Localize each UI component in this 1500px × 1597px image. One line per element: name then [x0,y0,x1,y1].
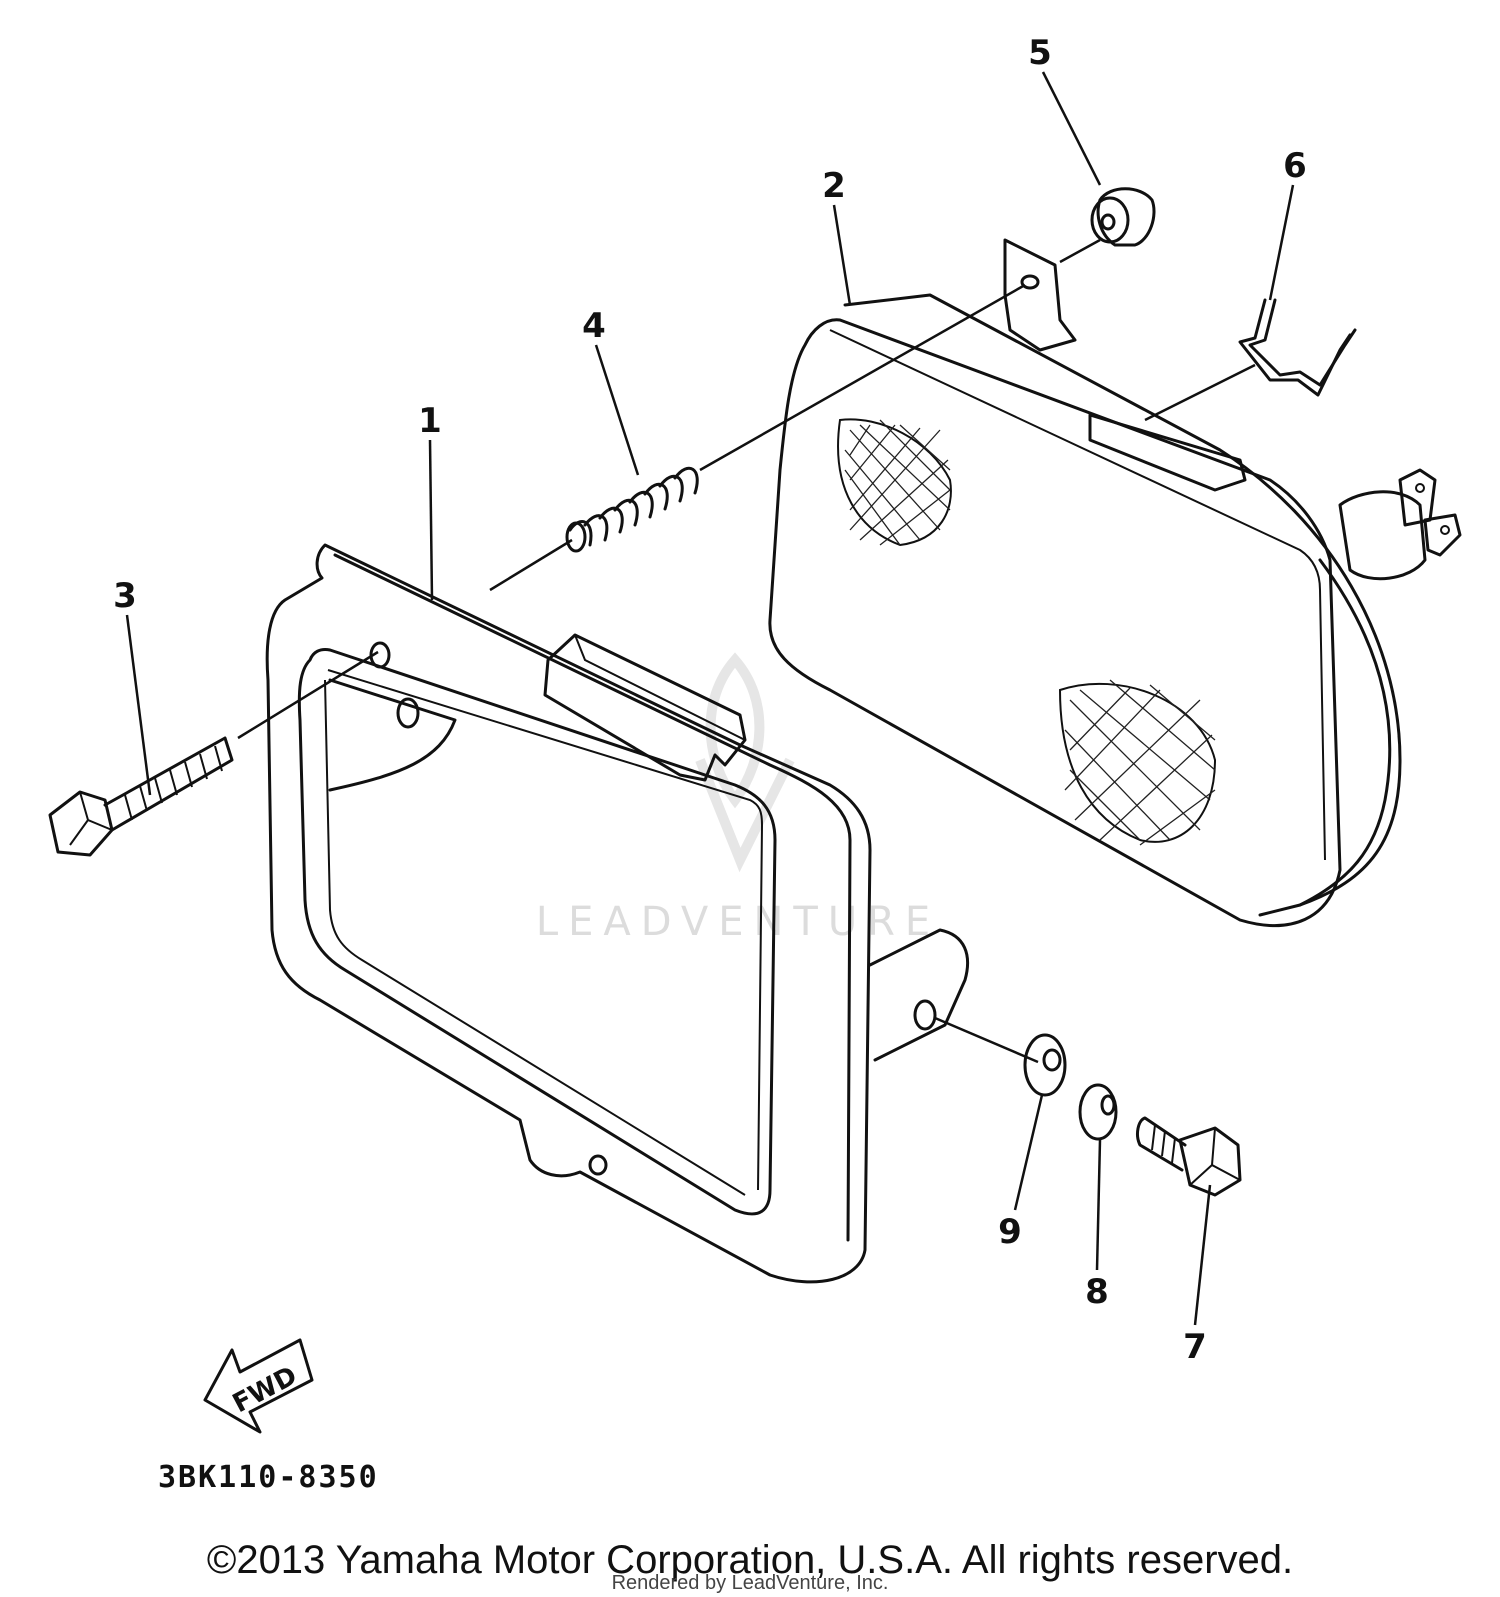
callout-2: 2 [822,166,846,206]
callout-9: 9 [998,1212,1022,1252]
watermark-text: LEADVENTURE [536,899,940,945]
lens-mesh-upper [837,418,952,547]
rendered-by-note: Rendered by LeadVenture, Inc. [611,1572,889,1594]
callout-4: 4 [582,306,606,346]
callout-leaders [125,71,1295,1326]
headlight-unit [768,238,1462,928]
diagram-code: 3BK110-8350 [158,1460,379,1495]
spring-clip [1238,298,1357,397]
forward-arrow: FWD [203,1338,314,1434]
callouts: 1 2 3 4 5 6 7 8 9 [113,33,1307,1367]
lens-mesh-lower [1058,679,1217,846]
callout-5: 5 [1028,33,1052,73]
lock-washer [1078,1083,1118,1141]
adjusting-bolt [48,736,234,857]
headlight-rim [265,543,970,1284]
callout-7: 7 [1183,1327,1207,1367]
adjusting-spring [565,466,699,553]
callout-1: 1 [418,401,442,441]
callout-6: 6 [1283,146,1307,186]
callout-8: 8 [1085,1272,1109,1312]
assembly-lines [237,238,1256,1064]
flat-washer [1023,1033,1067,1097]
callout-3: 3 [113,576,137,616]
copyright-notice: ©2013 Yamaha Motor Corporation, U.S.A. A… [206,1538,1294,1582]
grommet [1090,187,1156,247]
mounting-screw [1136,1116,1242,1197]
watermark: LEADVENTURE [536,652,940,945]
